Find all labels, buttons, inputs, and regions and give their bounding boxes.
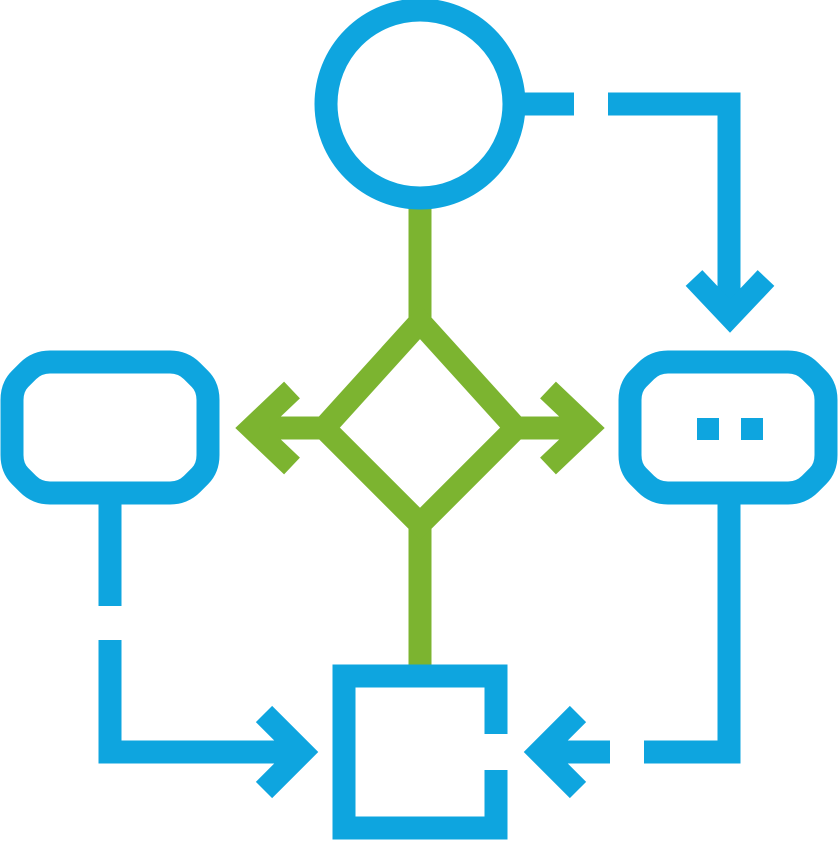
left-process-node xyxy=(0,350,220,505)
right-process-dot-2 xyxy=(741,418,763,440)
decision-diamond xyxy=(308,304,532,541)
left-process-to-end-connector xyxy=(98,640,300,764)
right-process-to-end-connector xyxy=(644,504,741,764)
decision-left-arrow-icon xyxy=(235,381,300,475)
right-process-dot-1 xyxy=(697,418,719,440)
end-square-node xyxy=(332,664,508,840)
down-arrow-icon xyxy=(685,270,775,333)
decision-right-arrow-icon xyxy=(540,381,605,475)
start-to-right-process-connector xyxy=(608,92,741,318)
left-pointing-arrow-icon xyxy=(523,705,587,799)
start-circle-node xyxy=(314,0,526,210)
right-pointing-arrow-icon xyxy=(255,705,319,799)
right-process-node xyxy=(618,350,838,505)
